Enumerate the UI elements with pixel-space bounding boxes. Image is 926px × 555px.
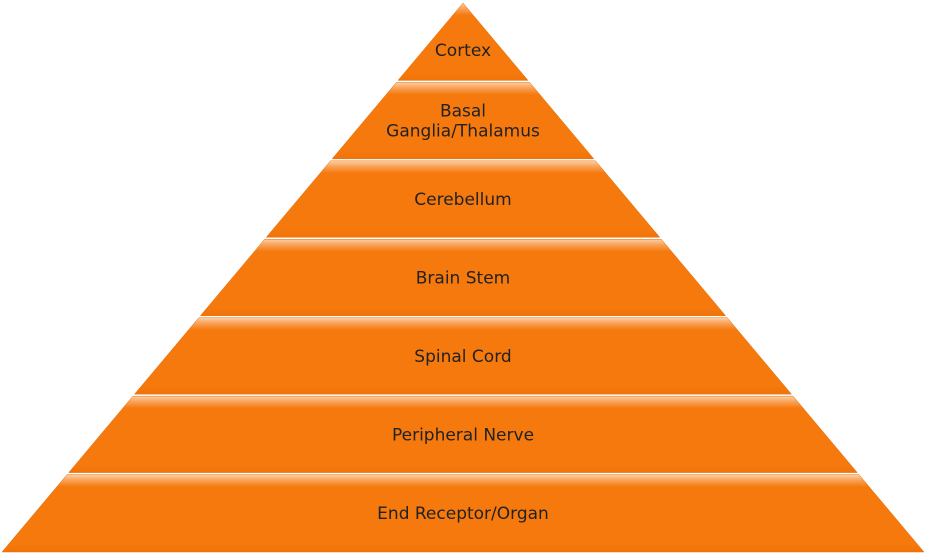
pyramid-tier-label-line: Peripheral Nerve xyxy=(392,425,534,445)
pyramid-tier-label-line: Basal xyxy=(440,102,486,122)
pyramid-tier-label-line: Cerebellum xyxy=(414,190,511,210)
pyramid-tier-label-1: Cortex xyxy=(435,41,491,61)
pyramid-tier-label-3: Cerebellum xyxy=(414,190,511,210)
pyramid-tier-1 xyxy=(397,2,529,81)
pyramid-tier-2 xyxy=(331,82,595,160)
pyramid-tier-label-4: Brain Stem xyxy=(416,269,510,289)
pyramid-tier-label-line: Brain Stem xyxy=(416,269,510,289)
pyramid-tier-4 xyxy=(199,239,727,316)
pyramid-tier-3 xyxy=(265,160,661,238)
pyramid-tier-label-line: Spinal Cord xyxy=(414,347,511,367)
pyramid-tier-label-line: Ganglia/Thalamus xyxy=(386,122,540,142)
pyramid-tier-label-line: Cortex xyxy=(435,41,491,61)
pyramid-tier-5 xyxy=(134,317,792,395)
pyramid-tier-label-line: End Receptor/Organ xyxy=(377,504,549,524)
pyramid-tier-label-6: Peripheral Nerve xyxy=(392,425,534,445)
pyramid-tier-7 xyxy=(1,474,925,553)
pyramid-tier-6 xyxy=(68,395,858,473)
pyramid-tier-label-7: End Receptor/Organ xyxy=(377,504,549,524)
pyramid-tier-label-5: Spinal Cord xyxy=(414,347,511,367)
